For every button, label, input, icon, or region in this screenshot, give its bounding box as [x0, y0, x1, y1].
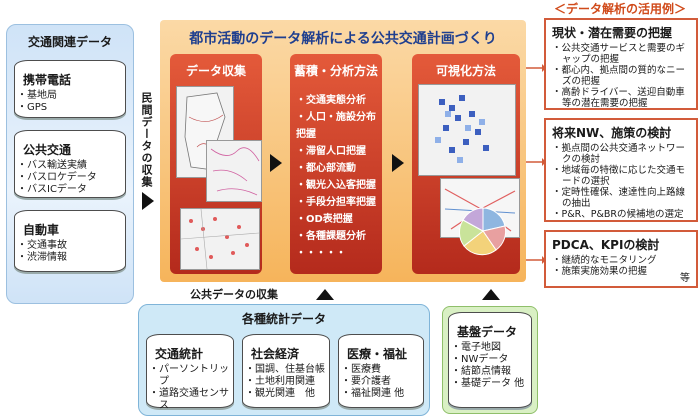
list-item: バスロケデータ: [27, 172, 125, 184]
map-2-graphic: [210, 147, 260, 196]
group-title: 医療・福祉: [347, 347, 408, 361]
statistics-title: 各種統計データ: [241, 312, 326, 326]
usage-examples-title: ＜データ解析の活用例＞: [553, 2, 686, 16]
method-item: 交通実態分析: [296, 92, 380, 109]
usage-item: 継続的なモニタリング: [562, 255, 692, 266]
list-item: 基礎データ 他: [461, 378, 531, 390]
list-item: パーソントリップ: [159, 364, 233, 388]
usage-box-title: 将来NW、施策の検討: [552, 126, 672, 140]
list-item: 国調、住基台帳: [255, 364, 329, 376]
main-title: 都市活動のデータ解析による公共交通計画づくり: [189, 31, 497, 47]
usage-item: 公共交通サービスと需要のギャップの把握: [562, 43, 692, 65]
group-list: 基地局 GPS: [15, 90, 125, 114]
usage-box-demand: 現状・潜在需要の把握 公共交通サービスと需要のギャップの把握 都心内、拠点間の質…: [544, 18, 698, 110]
usage-item: 地域毎の特徴に応じた交通モードの選択: [562, 165, 692, 187]
usage-box-network: 将来NW、施策の検討 拠点間の公共交通ネットワークの検討 地域毎の特徴に応じた交…: [544, 118, 698, 222]
connector-lines: [526, 64, 546, 264]
method-item: 人口・施設分布把握: [296, 109, 380, 143]
cylinder-car: 自動車 交通事故 渋滞情報: [14, 210, 126, 272]
method-item: OD表把握: [296, 211, 380, 228]
cylinder-base-data: 基盤データ 電子地図 NWデータ 結節点情報 基礎データ 他: [448, 312, 532, 408]
usage-item: 都心内、拠点間の質的なニーズの把握: [562, 65, 692, 87]
group-title: 自動車: [23, 223, 60, 237]
analysis-method-list: 交通実態分析 人口・施設分布把握 滞留人口把握 都心部流動 観光入込客把握 手段…: [296, 92, 380, 262]
method-item: 観光入込客把握: [296, 177, 380, 194]
list-item: 結節点情報: [461, 366, 531, 378]
cylinder-mobile: 携帯電話 基地局 GPS: [14, 60, 126, 118]
group-title: 基盤データ: [457, 325, 518, 339]
list-item: 福祉関連 他: [351, 388, 423, 400]
list-item: バスICデータ: [27, 184, 125, 196]
method-item: 各種課題分析: [296, 228, 380, 245]
collect-heading: データ収集: [185, 64, 246, 78]
private-data-label: 民間データの収集: [140, 92, 153, 188]
pie-chart-graphic: [458, 207, 507, 256]
usage-item: 拠点間の公共交通ネットワークの検討: [562, 143, 692, 165]
arrow-right-icon: [392, 154, 404, 172]
arrow-right-icon: [270, 154, 282, 172]
arrow-up-icon: [316, 289, 334, 300]
list-item: 医療費: [351, 364, 423, 376]
cylinder-public-transport: 公共交通 バス輸送実績 バスロケデータ バスICデータ: [14, 130, 126, 198]
group-title: 公共交通: [23, 143, 72, 157]
list-item: GPS: [27, 102, 125, 114]
usage-box-title: PDCA、KPIの検討: [552, 238, 660, 252]
cylinder-medical-welfare: 医療・福祉 医療費 要介護者 福祉関連 他: [338, 334, 424, 408]
list-item: 観光関連 他: [255, 388, 329, 400]
heatmap-image: [418, 84, 516, 176]
method-item: 滞留人口把握: [296, 143, 380, 160]
list-item: 電子地図: [461, 342, 531, 354]
list-item: 要介護者: [351, 376, 423, 388]
usage-note: 等: [680, 273, 690, 284]
list-item: NWデータ: [461, 354, 531, 366]
usage-item: 高齢ドライバー、送迎自動車等の潜在需要の把握: [562, 87, 692, 109]
visualize-heading: 可視化方法: [435, 64, 496, 78]
list-item: 土地利用関連: [255, 376, 329, 388]
group-list: 交通事故 渋滞情報: [15, 240, 125, 264]
list-item: バス輸送実績: [27, 160, 125, 172]
usage-item: P&R、P&BRの候補地の選定: [562, 209, 692, 220]
usage-item: 施策実施効果の把握: [562, 266, 692, 277]
heatmap-graphic: [435, 95, 489, 163]
list-item: 渋滞情報: [27, 252, 125, 264]
map-image-3: [180, 208, 260, 270]
map-3-graphic: [180, 208, 260, 270]
arrow-up-icon: [482, 289, 500, 300]
group-list: バス輸送実績 バスロケデータ バスICデータ: [15, 160, 125, 196]
method-item: 手段分担率把握: [296, 194, 380, 211]
usage-item: 定時性確保、速達性向上路線の抽出: [562, 187, 692, 209]
transport-data-title: 交通関連データ: [27, 35, 112, 49]
group-title: 交通統計: [155, 347, 204, 361]
public-data-label: 公共データの収集: [190, 288, 278, 301]
list-item: 道路交通センサス: [159, 388, 233, 412]
usage-box-title: 現状・潜在需要の把握: [552, 26, 673, 40]
group-title: 社会経済: [251, 347, 300, 361]
analysis-heading: 蓄積・分析方法: [293, 64, 378, 78]
group-title: 携帯電話: [23, 73, 72, 87]
cylinder-socioeconomic: 社会経済 国調、住基台帳 土地利用関連 観光関連 他: [242, 334, 330, 408]
list-item: 交通事故: [27, 240, 125, 252]
list-item: 基地局: [27, 90, 125, 102]
arrow-right-icon: [142, 192, 154, 210]
map-image-2: [206, 140, 262, 202]
usage-box-pdca: PDCA、KPIの検討 継続的なモニタリング 施策実施効果の把握 等: [544, 230, 698, 288]
method-item: ・・・・: [296, 245, 380, 262]
method-item: 都心部流動: [296, 160, 380, 177]
cylinder-transport-stats: 交通統計 パーソントリップ 道路交通センサス: [146, 334, 234, 411]
